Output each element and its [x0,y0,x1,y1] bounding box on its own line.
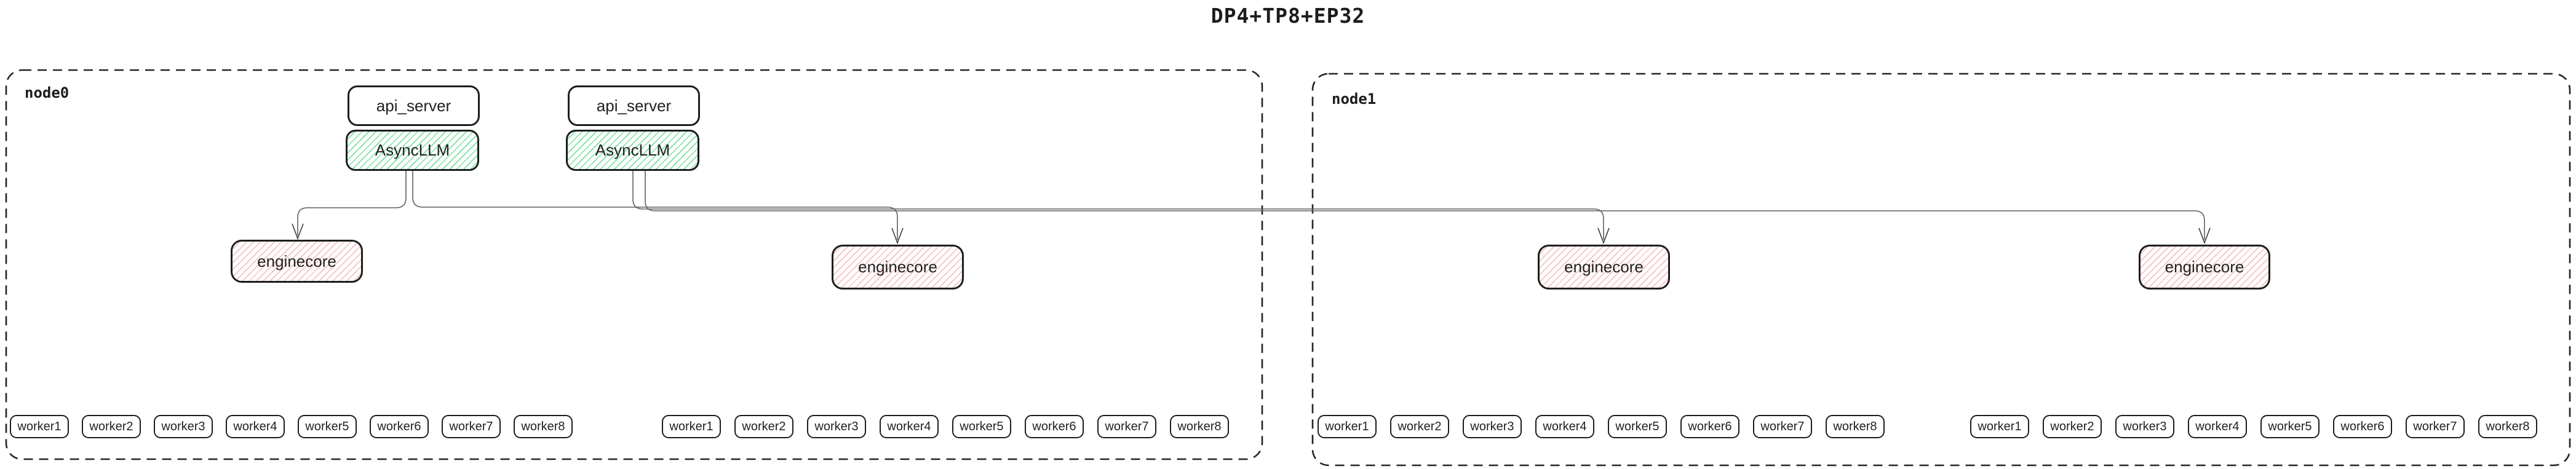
worker-box: worker5 [952,415,1011,438]
node1-group: node1 enginecore enginecore worker1 work… [1312,73,2570,465]
api-server-2-box: api_server [568,85,700,126]
worker-box: worker6 [370,415,429,438]
worker-box: worker7 [2406,415,2465,438]
worker-box: worker1 [1318,415,1377,438]
worker-box: worker5 [2260,415,2320,438]
worker-box: worker4 [880,415,939,438]
node0-label: node0 [25,84,70,101]
worker-box: worker7 [1753,415,1812,438]
enginecore-4-box: enginecore [2139,245,2270,290]
worker-box: worker1 [10,415,69,438]
async-llm-1-box: AsyncLLM [346,130,479,171]
worker-box: worker2 [734,415,793,438]
worker-box: worker2 [1390,415,1449,438]
node1-label: node1 [1332,90,1377,108]
worker-box: worker5 [1608,415,1667,438]
worker-box: worker6 [2333,415,2392,438]
worker-box: worker4 [2188,415,2247,438]
enginecore-3-box: enginecore [1538,245,1670,290]
worker-box: worker1 [1970,415,2029,438]
node1-worker-group-1: worker1 worker2 worker3 worker4 worker5 … [1318,415,1885,438]
worker-box: worker8 [1826,415,1885,438]
worker-box: worker5 [298,415,357,438]
worker-box: worker2 [82,415,141,438]
enginecore-2-box: enginecore [832,245,964,290]
async-llm-2-box: AsyncLLM [566,130,699,171]
diagram-title: DP4+TP8+EP32 [1210,4,1366,28]
enginecore-1-box: enginecore [231,240,363,283]
worker-box: worker2 [2043,415,2102,438]
worker-box: worker6 [1680,415,1739,438]
worker-box: worker3 [807,415,866,438]
worker-box: worker8 [514,415,573,438]
node1-worker-group-2: worker1 worker2 worker3 worker4 worker5 … [1970,415,2537,438]
worker-box: worker8 [2478,415,2537,438]
worker-box: worker3 [1463,415,1522,438]
worker-box: worker8 [1170,415,1229,438]
node0-worker-group-2: worker1 worker2 worker3 worker4 worker5 … [662,415,1229,438]
node0-worker-group-1: worker1 worker2 worker3 worker4 worker5 … [10,415,573,438]
worker-box: worker6 [1025,415,1084,438]
worker-box: worker7 [1097,415,1156,438]
worker-box: worker4 [1535,415,1594,438]
worker-box: worker3 [2115,415,2174,438]
worker-box: worker4 [226,415,285,438]
worker-box: worker3 [154,415,213,438]
api-server-1-box: api_server [348,85,480,126]
worker-box: worker7 [442,415,501,438]
worker-box: worker1 [662,415,721,438]
node0-group: node0 api_server AsyncLLM api_server Asy… [5,69,1263,460]
